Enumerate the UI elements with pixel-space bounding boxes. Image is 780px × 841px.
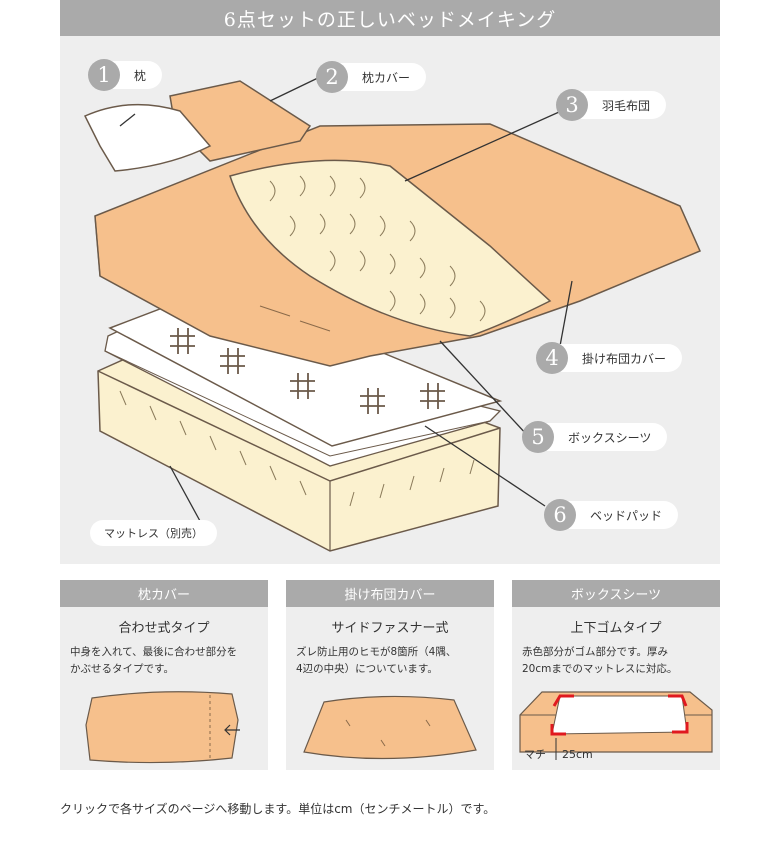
bedding-illustration xyxy=(83,75,701,552)
comforter-cover-illustration xyxy=(303,695,477,760)
item-label-text: 羽毛布団 xyxy=(602,98,651,113)
card-header: 枕カバー xyxy=(60,580,268,607)
item-comforter-cover-label[interactable]: 4 掛け布団カバー xyxy=(536,342,683,374)
card-desc-line: 4辺の中央）についています。 xyxy=(296,663,438,675)
footer-note: クリックで各サイズのページへ移動します。単位はcm（センチメートル）です。 xyxy=(60,802,496,816)
item-pillow-label[interactable]: 1 枕 xyxy=(88,59,163,91)
card-header: 掛け布団カバー xyxy=(286,580,494,607)
card-desc-line: 20cmまでのマットレスに対応。 xyxy=(522,663,678,675)
card-header: ボックスシーツ xyxy=(512,580,720,607)
item-box-sheet-label[interactable]: 5 ボックスシーツ xyxy=(522,421,668,453)
item-number-badge: 6 xyxy=(544,499,576,531)
card-desc-line: かぶせるタイプです。 xyxy=(70,663,174,675)
item-number-badge: 3 xyxy=(556,89,588,121)
leader-lines xyxy=(119,75,573,522)
card-subtitle: 上下ゴムタイプ xyxy=(570,621,662,636)
card-comforter-cover[interactable]: 掛け布団カバー サイドファスナー式 ズレ防止用のヒモが8箇所（4隅、 4辺の中央… xyxy=(286,580,494,770)
gusset-label: マチ xyxy=(524,748,546,761)
item-label-text: 掛け布団カバー xyxy=(582,351,667,366)
mattress-label: マットレス（別売） xyxy=(90,520,217,546)
card-description: ズレ防止用のヒモが8箇所（4隅、 4辺の中央）についています。 xyxy=(296,644,486,678)
down-comforter-shape xyxy=(229,159,552,337)
box-sheet-illustration: マチ 25cm xyxy=(519,691,713,761)
page-title: 6点セットの正しいベッドメイキング xyxy=(60,0,720,36)
item-number-badge: 5 xyxy=(522,421,554,453)
item-number-badge: 2 xyxy=(316,61,348,93)
card-pillow-cover[interactable]: 枕カバー 合わせ式タイプ 中身を入れて、最後に合わせ部分を かぶせるタイプです。 xyxy=(60,580,268,770)
pillow-cover-illustration xyxy=(85,691,240,764)
card-subtitle: 合わせ式タイプ xyxy=(118,621,210,636)
card-desc-line: ズレ防止用のヒモが8箇所（4隅、 xyxy=(296,646,457,658)
elastic-parts xyxy=(550,694,689,736)
card-description: 赤色部分がゴム部分です。厚み 20cmまでのマットレスに対応。 xyxy=(522,644,712,678)
gusset-value: 25cm xyxy=(562,748,593,761)
card-subtitle: サイドファスナー式 xyxy=(331,621,449,636)
card-desc-line: 中身を入れて、最後に合わせ部分を xyxy=(70,646,238,658)
item-down-comforter-label[interactable]: 3 羽毛布団 xyxy=(556,89,667,121)
card-description: 中身を入れて、最後に合わせ部分を かぶせるタイプです。 xyxy=(70,644,260,678)
bedding-illustration-panel[interactable]: 1 枕 2 枕カバー 3 羽毛布団 4 掛け布団カバー 5 ボックスシーツ 6 … xyxy=(60,36,720,564)
card-box-sheet[interactable]: ボックスシーツ 上下ゴムタイプ 赤色部分がゴム部分です。厚み 20cmまでのマッ… xyxy=(512,580,720,770)
item-number-badge: 1 xyxy=(88,59,120,91)
item-pillow-cover-label[interactable]: 2 枕カバー xyxy=(316,61,427,93)
item-label-text: ベッドパッド xyxy=(590,508,663,523)
card-desc-line: 赤色部分がゴム部分です。厚み xyxy=(522,646,668,658)
item-label-text: ボックスシーツ xyxy=(568,430,652,445)
item-label-text: 枕カバー xyxy=(362,70,411,85)
arrow-left-icon xyxy=(224,724,240,736)
item-label-text: 枕 xyxy=(134,68,147,83)
item-number-badge: 4 xyxy=(536,342,568,374)
pillow-shape xyxy=(83,103,212,172)
item-bed-pad-label[interactable]: 6 ベッドパッド xyxy=(544,499,679,531)
